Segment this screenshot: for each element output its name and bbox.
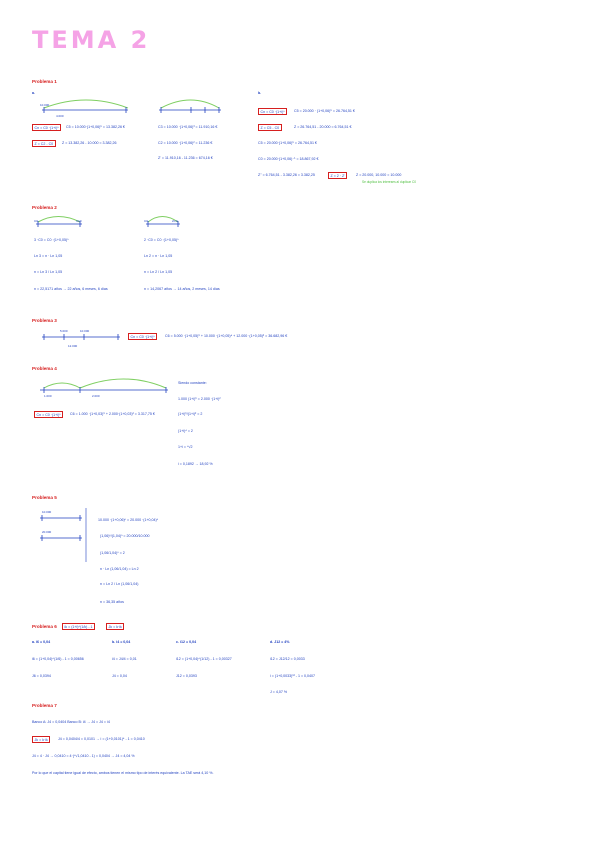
p5-line: 10.000 ·(1+0,06)ⁿ = 20.000 ·(1+0,04)ⁿ [98,518,159,522]
p3-line: C6 = 5.000 ·(1+0,05)⁶ + 10.000 ·(1+0,05)… [165,334,288,338]
p2-tl-label: C0 [144,219,148,223]
problem-6-heading: Problema 6 [32,624,57,629]
p2-left-line: Ln 3 = n · Ln 1,05 [34,254,63,258]
p5-timelines [40,508,87,562]
p1-a-right-line: C2 = 10.000 ·(1+0,06)² = 11.236 € [158,141,213,145]
p4-right-line: (1+i)⁶/(1+i)² = 2 [178,412,203,416]
p6-col-a-head: a. i6 = 0,04 [32,640,51,644]
p5-tl-label: 20.000 [42,530,52,534]
p5-line: (1,06)ⁿ/(1,04)ⁿ = 20.000/10.000 [100,534,150,538]
p1-tl1-left: 10.000 [40,103,50,107]
p1-a-line: C5 = 10.000·(1+0,06)⁵ = 13.382,26 € [66,125,125,129]
p2-left-line: 3 ·C0 = C0 ·(1+0,05)ⁿ [34,238,69,242]
page-title: TEMA 2 [32,26,151,54]
p1-b-line: Z = 26.764,51 - 20.000 = 6.764,51 € [294,125,352,129]
p4-tl-label: 2.000 [92,394,100,398]
p5-line: n · Ln (1,06/1,04) = Ln 2 [100,567,139,571]
p1-timeline-2 [159,99,221,113]
problem-1-heading: Problema 1 [32,79,57,84]
p1-b-formula-box: Cn = C0 ·(1+i)ⁿ [258,108,288,115]
p7-line: Por lo que el capital tiene igual de efe… [32,771,214,775]
p3-tl-label: 5.000 [60,329,68,333]
p1-b-line: Z'' = 6.764,51 - 3.382,26 = 3.382,25 [258,173,315,177]
p1-a-right-line: C3 = 10.000 ·(1+0,06)³ = 11.910,16 € [158,125,218,129]
p1-b-note: Se duplica los intereses al duplicar C0 [362,180,417,184]
p2-timeline-2 [146,216,180,227]
p7-line: J4 = 4 · J4 → 0,0410 = 4·(⁴√1,0410 - 1) … [32,754,135,758]
p5-line: n = 36,35 años [100,600,124,604]
p2-tl-label: 3C0 [76,219,82,223]
p6-box-2: Jk = k·ik [106,623,125,630]
p4-right-line: i = 0,1892 → 18,92 % [178,462,213,466]
p6-col-a-line: i6 = (1+0,04)^(1/6) - 1 = 0,00656 [32,657,84,661]
problem-4-heading: Problema 4 [32,366,57,371]
p4-right-line: (1+i)⁴ = 2 [178,429,193,433]
p7-box: Jk = k·ik [32,736,51,743]
p1-z-box: Z = C2 - C0 [32,140,56,147]
p2-right-line: n = Ln 2 / Ln 1,05 [144,270,173,274]
p4-tl-label: 1.000 [44,394,52,398]
p1-a-right-line: Z' = 11.910,16 - 11.236 = 674,16 € [158,156,213,160]
p2-right-line: n = 14,2067 años → 14 años, 2 meses, 14 … [144,287,220,291]
p4-timeline [40,378,168,393]
p2-left-line: n = 22,5171 años → 22 años, 6 meses, 6 d… [34,287,108,291]
p6-col-d-line: i = (1+0,0033)¹² - 1 = 0,0407 [270,674,316,678]
p7-line: Banco A: J4 = 0,0404 Banco B: i4 → J4 = … [32,720,110,724]
p6-col-b-line: i4 = J4/4 = 0,01 [112,657,137,661]
p2-tl-label: 2C0 [172,219,178,223]
p6-col-c-line: i12 = (1+0,04)^(1/12) - 1 = 0,00327 [176,657,232,661]
p6-box-1: ik = (1+i)^(1/k) - 1 [62,623,96,630]
p6-col-c-head: c. i12 = 0,04 [176,640,197,644]
p6-col-a-line: J6 = 0,0394 [32,674,51,678]
p2-left-line: n = Ln 3 / Ln 1,05 [34,270,63,274]
p1-b-line: C5 = 20.000 · (1+0,06)⁵ = 26.764,51 € [294,109,355,113]
p5-line: (1,06/1,04)ⁿ = 2 [100,551,125,555]
p3-tl-label: 10.000 [80,329,90,333]
p1-b-line: Z = 20.000, 10.000 = 10.000 [356,173,402,177]
p1-b-label: b. [258,91,262,95]
p6-col-b-line: J4 = 0,04 [112,674,127,678]
p6-col-b-head: b. i4 = 0,04 [112,640,131,644]
p5-line: n = Ln 2 / Ln (1,06/1,04) [100,582,139,586]
p1-formula-box: Cn = C0 ·(1+i)ⁿ [32,124,62,131]
p6-col-d-line: J = 4,07 % [270,690,288,694]
p4-line: C6 = 1.000 ·(1+0,03)⁶ + 2.000·(1+0,03)² … [70,412,155,416]
p1-tl1-under: 4.000 [56,114,64,118]
p3-timeline [42,334,120,340]
p1-a-line: Z = 13.382,26 - 10.000 = 3.382,26 [62,141,117,145]
p1-b-z-box: Z = C5 - C0 [258,124,282,131]
problem-5-heading: Problema 5 [32,495,57,500]
p1-b-line: C0 = 20.000·(1+0,06)⁻¹ = 18.867,92 € [258,157,319,161]
p2-right-line: Ln 2 = n · Ln 1,05 [144,254,173,258]
p3-formula-box: Cn = C0 ·(1+i)ⁿ [128,333,158,340]
p1-b-line: C5 = 20.000·(1+0,06)⁵ = 26.764,51 € [258,141,317,145]
p6-col-d-line: i12 = J12/12 = 0,0033 [270,657,305,661]
p1-b-result-box: Z = 2 · Z' [328,172,348,179]
p2-tl-label: C0 [34,219,38,223]
p1-timeline-1 [42,99,129,113]
p6-col-d-head: d. J12 = 4% [270,640,290,644]
p5-tl-label: 10.000 [42,510,52,514]
p4-right-line: 1.000 (1+i)⁶ = 2.000 ·(1+i)² [178,397,221,401]
p4-right-line: 1+i = ⁴√2 [178,445,193,449]
problem-2-heading: Problema 2 [32,205,57,210]
problem-3-heading: Problema 3 [32,318,57,323]
p2-timeline-1 [36,216,82,227]
problem-7-heading: Problema 7 [32,703,57,708]
p1-a-label: a. [32,91,35,95]
p2-right-line: 2 ·C0 = C0 ·(1+0,05)ⁿ [144,238,179,242]
p7-line: J4 = 0,0404/4 = 0,0101 → i = (1+0,0101)⁴… [58,737,145,741]
p4-right-line: Siendo constante: [178,381,207,385]
p6-col-c-line: J12 = 0,0393 [176,674,197,678]
p3-tl-label: 12.000 [68,344,78,348]
p4-formula-box: Cn = C0 ·(1+i)ⁿ [34,411,64,418]
